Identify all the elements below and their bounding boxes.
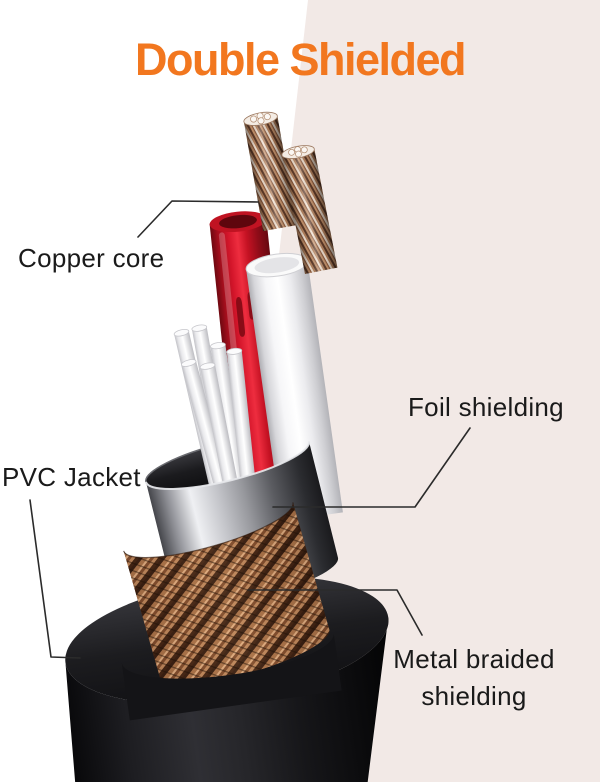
label-metal-braided-line1: Metal braided (393, 644, 555, 674)
callout-line-pvc-jacket (29, 499, 81, 659)
label-copper-core: Copper core (18, 243, 165, 273)
callout-line-copper-core (137, 200, 259, 238)
label-metal-braided-shielding: Metal braided shielding (374, 641, 574, 715)
white-wire (245, 252, 343, 521)
callout-line-foil-shielding (272, 427, 471, 508)
copper-core-right (281, 145, 338, 274)
label-pvc-jacket: PVC Jacket (2, 462, 141, 492)
braid-shield-shape (123, 502, 330, 685)
callout-line-metal-braided (247, 589, 423, 636)
page-title: Double Shielded (134, 34, 467, 85)
label-metal-braided-line2: shielding (421, 681, 527, 711)
label-foil-shielding: Foil shielding (408, 392, 564, 422)
copper-core-left (243, 111, 297, 232)
jacket-hole-rim (121, 633, 342, 721)
